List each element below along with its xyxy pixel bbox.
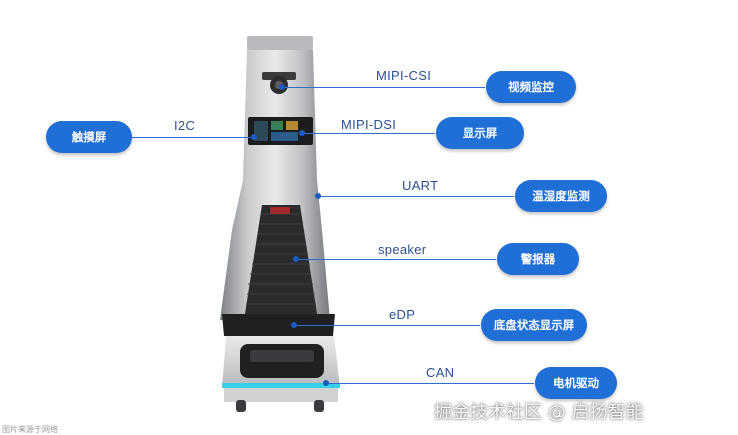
module-pill-touchscreen: 触摸屏 [46,121,132,153]
connector-line-mipi-dsi [302,133,435,134]
connector-dot-speaker [293,256,299,262]
connector-dot-uart [315,193,321,199]
small-watermark: 图片来源于网络 [2,424,58,435]
interface-label-edp: eDP [389,307,415,322]
connector-dot-i2c [251,134,257,140]
connector-dot-can [323,380,329,386]
connector-line-mipi-csi [282,87,485,88]
interface-label-mipi-dsi: MIPI-DSI [341,117,396,132]
connector-line-can [326,383,534,384]
connector-dot-mipi-dsi [299,130,305,136]
interface-label-mipi-csi: MIPI-CSI [376,68,431,83]
connector-line-speaker [296,259,496,260]
module-pill-temp-humidity: 温湿度监测 [515,180,607,212]
connector-line-uart [318,196,514,197]
module-pill-chassis-display: 底盘状态显示屏 [481,309,587,341]
module-pill-display: 显示屏 [436,117,524,149]
interface-label-can: CAN [426,365,454,380]
interface-label-uart: UART [402,178,438,193]
module-pill-motor-driver: 电机驱动 [535,367,617,399]
watermark: 掘金技术社区 @ 启扬智能 [434,398,643,424]
robot-top-cap [247,36,313,50]
connector-line-i2c [130,137,254,138]
connector-dot-mipi-csi [279,84,285,90]
connector-dot-edp [291,322,297,328]
module-pill-video-surveillance: 视频监控 [486,71,576,103]
interface-label-speaker: speaker [378,242,426,257]
module-pill-alarm: 警报器 [497,243,579,275]
interface-label-i2c: I2C [174,118,195,133]
connector-line-edp [294,325,480,326]
